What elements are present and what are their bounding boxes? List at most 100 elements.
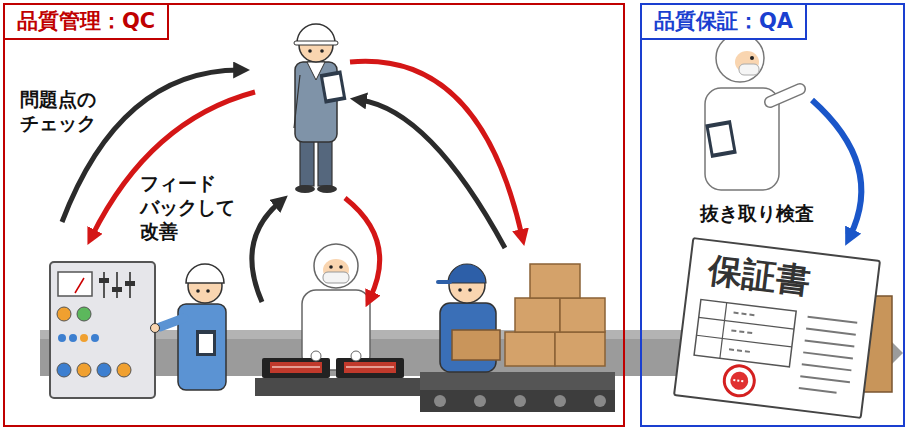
cert-table-rule [699, 317, 794, 329]
operator-helmet [186, 264, 224, 283]
region-heading: 品質管理：QC [3, 3, 169, 40]
cardboard-box [560, 298, 605, 332]
cert-table [694, 300, 796, 367]
operator-hand [151, 324, 160, 333]
check-arrow [252, 202, 280, 302]
food-worker-eye [329, 265, 333, 269]
cert-text-line [802, 364, 852, 370]
cert-text-line [806, 329, 856, 335]
supervisor-eye [308, 49, 312, 53]
cert-stamp-core [729, 371, 749, 391]
packer-cap-brim [436, 280, 452, 284]
inspector-arm [770, 89, 800, 102]
cardboard-box [515, 298, 560, 332]
food-tray [262, 358, 330, 378]
packer-cap [448, 264, 486, 283]
supervisor-helmet [297, 24, 335, 43]
region-heading: 品質保証：QA [640, 3, 807, 40]
panel-slider [116, 272, 118, 298]
food-worker-body [302, 290, 370, 370]
certificate-contents [675, 294, 872, 417]
panel-button [77, 363, 91, 377]
panel-slider [103, 272, 105, 298]
packer-eye [468, 288, 472, 292]
panel-button [57, 363, 71, 377]
food-worker-hand [311, 351, 321, 361]
food-worker-hand [351, 351, 361, 361]
cert-text-line [734, 313, 758, 316]
conveyor-roller [514, 395, 526, 407]
clipboard-paper [323, 75, 343, 99]
certificate-sheet: 保証書 [673, 237, 881, 419]
cert-text-line [729, 349, 753, 352]
inspector-arm-outline [770, 89, 800, 102]
control-panel [50, 262, 155, 398]
conveyor-roller [474, 395, 486, 407]
panel-button [57, 307, 71, 321]
sampling-note: 抜き取り検査 [700, 202, 814, 226]
conveyor-roller [594, 395, 606, 407]
inspector-clipboard [705, 120, 737, 158]
check-arrow [360, 100, 505, 248]
cert-text-line [799, 388, 837, 393]
held-box [452, 330, 500, 360]
cert-text-line [731, 330, 755, 333]
operator-eye [206, 289, 210, 293]
meat [270, 362, 322, 373]
panel-button [77, 307, 91, 321]
cardboard-box [555, 332, 605, 366]
packer-eye [458, 288, 462, 292]
supervisor-helmet-brim [294, 41, 338, 45]
check-note: 問題点の チェック [20, 88, 96, 136]
operator-arm [160, 318, 184, 327]
meat [344, 362, 396, 373]
meat-fat [346, 366, 394, 368]
feedback-arrow [345, 198, 380, 298]
tray-conveyor [255, 378, 425, 396]
panel-lamp [58, 334, 66, 342]
slider-knob [112, 287, 122, 292]
cert-text-line [800, 376, 850, 382]
inspector-mask [739, 64, 759, 75]
supervisor-leg [318, 138, 332, 186]
panel-gauge [58, 272, 92, 296]
inspector-hood [716, 34, 764, 82]
cert-stamp [723, 364, 756, 397]
clipboard-paper [709, 124, 733, 153]
operator-clipboard [196, 330, 216, 356]
cardboard-box [505, 332, 555, 366]
supervisor-shoe [295, 185, 315, 193]
cert-table-rule [720, 303, 727, 359]
conveyor-roller [554, 395, 566, 407]
cert-text-line [808, 317, 858, 323]
supervisor-eye [320, 49, 324, 53]
slider-knob [125, 281, 135, 286]
box-conveyor [420, 372, 615, 390]
cert-text-line [805, 340, 855, 346]
operator-eye [196, 289, 200, 293]
cert-text-line [803, 352, 853, 358]
panel-button [97, 363, 111, 377]
panel-lamp [91, 334, 99, 342]
feedback-note: フィード バックして 改善 [140, 172, 235, 243]
panel-lamp [80, 334, 88, 342]
meat-fat [272, 366, 320, 368]
panel-lamp [69, 334, 77, 342]
conveyor-roller [434, 395, 446, 407]
cert-stamp-mark [733, 380, 745, 381]
food-worker-hood [314, 244, 358, 288]
gauge-needle [75, 278, 84, 293]
panel-button [117, 363, 131, 377]
box-conveyor-base [420, 390, 615, 412]
cardboard-box [530, 264, 580, 298]
cert-table-rule [697, 335, 792, 347]
supervisor-shoe [317, 185, 337, 193]
food-worker-mask [323, 272, 349, 283]
supervisor-clipboard [320, 70, 347, 103]
food-worker-eye [339, 265, 343, 269]
supervisor-arm [294, 75, 300, 128]
certificate-title: 保証書 [688, 239, 879, 310]
inspector-eye [750, 56, 754, 60]
slider-knob [99, 278, 109, 283]
